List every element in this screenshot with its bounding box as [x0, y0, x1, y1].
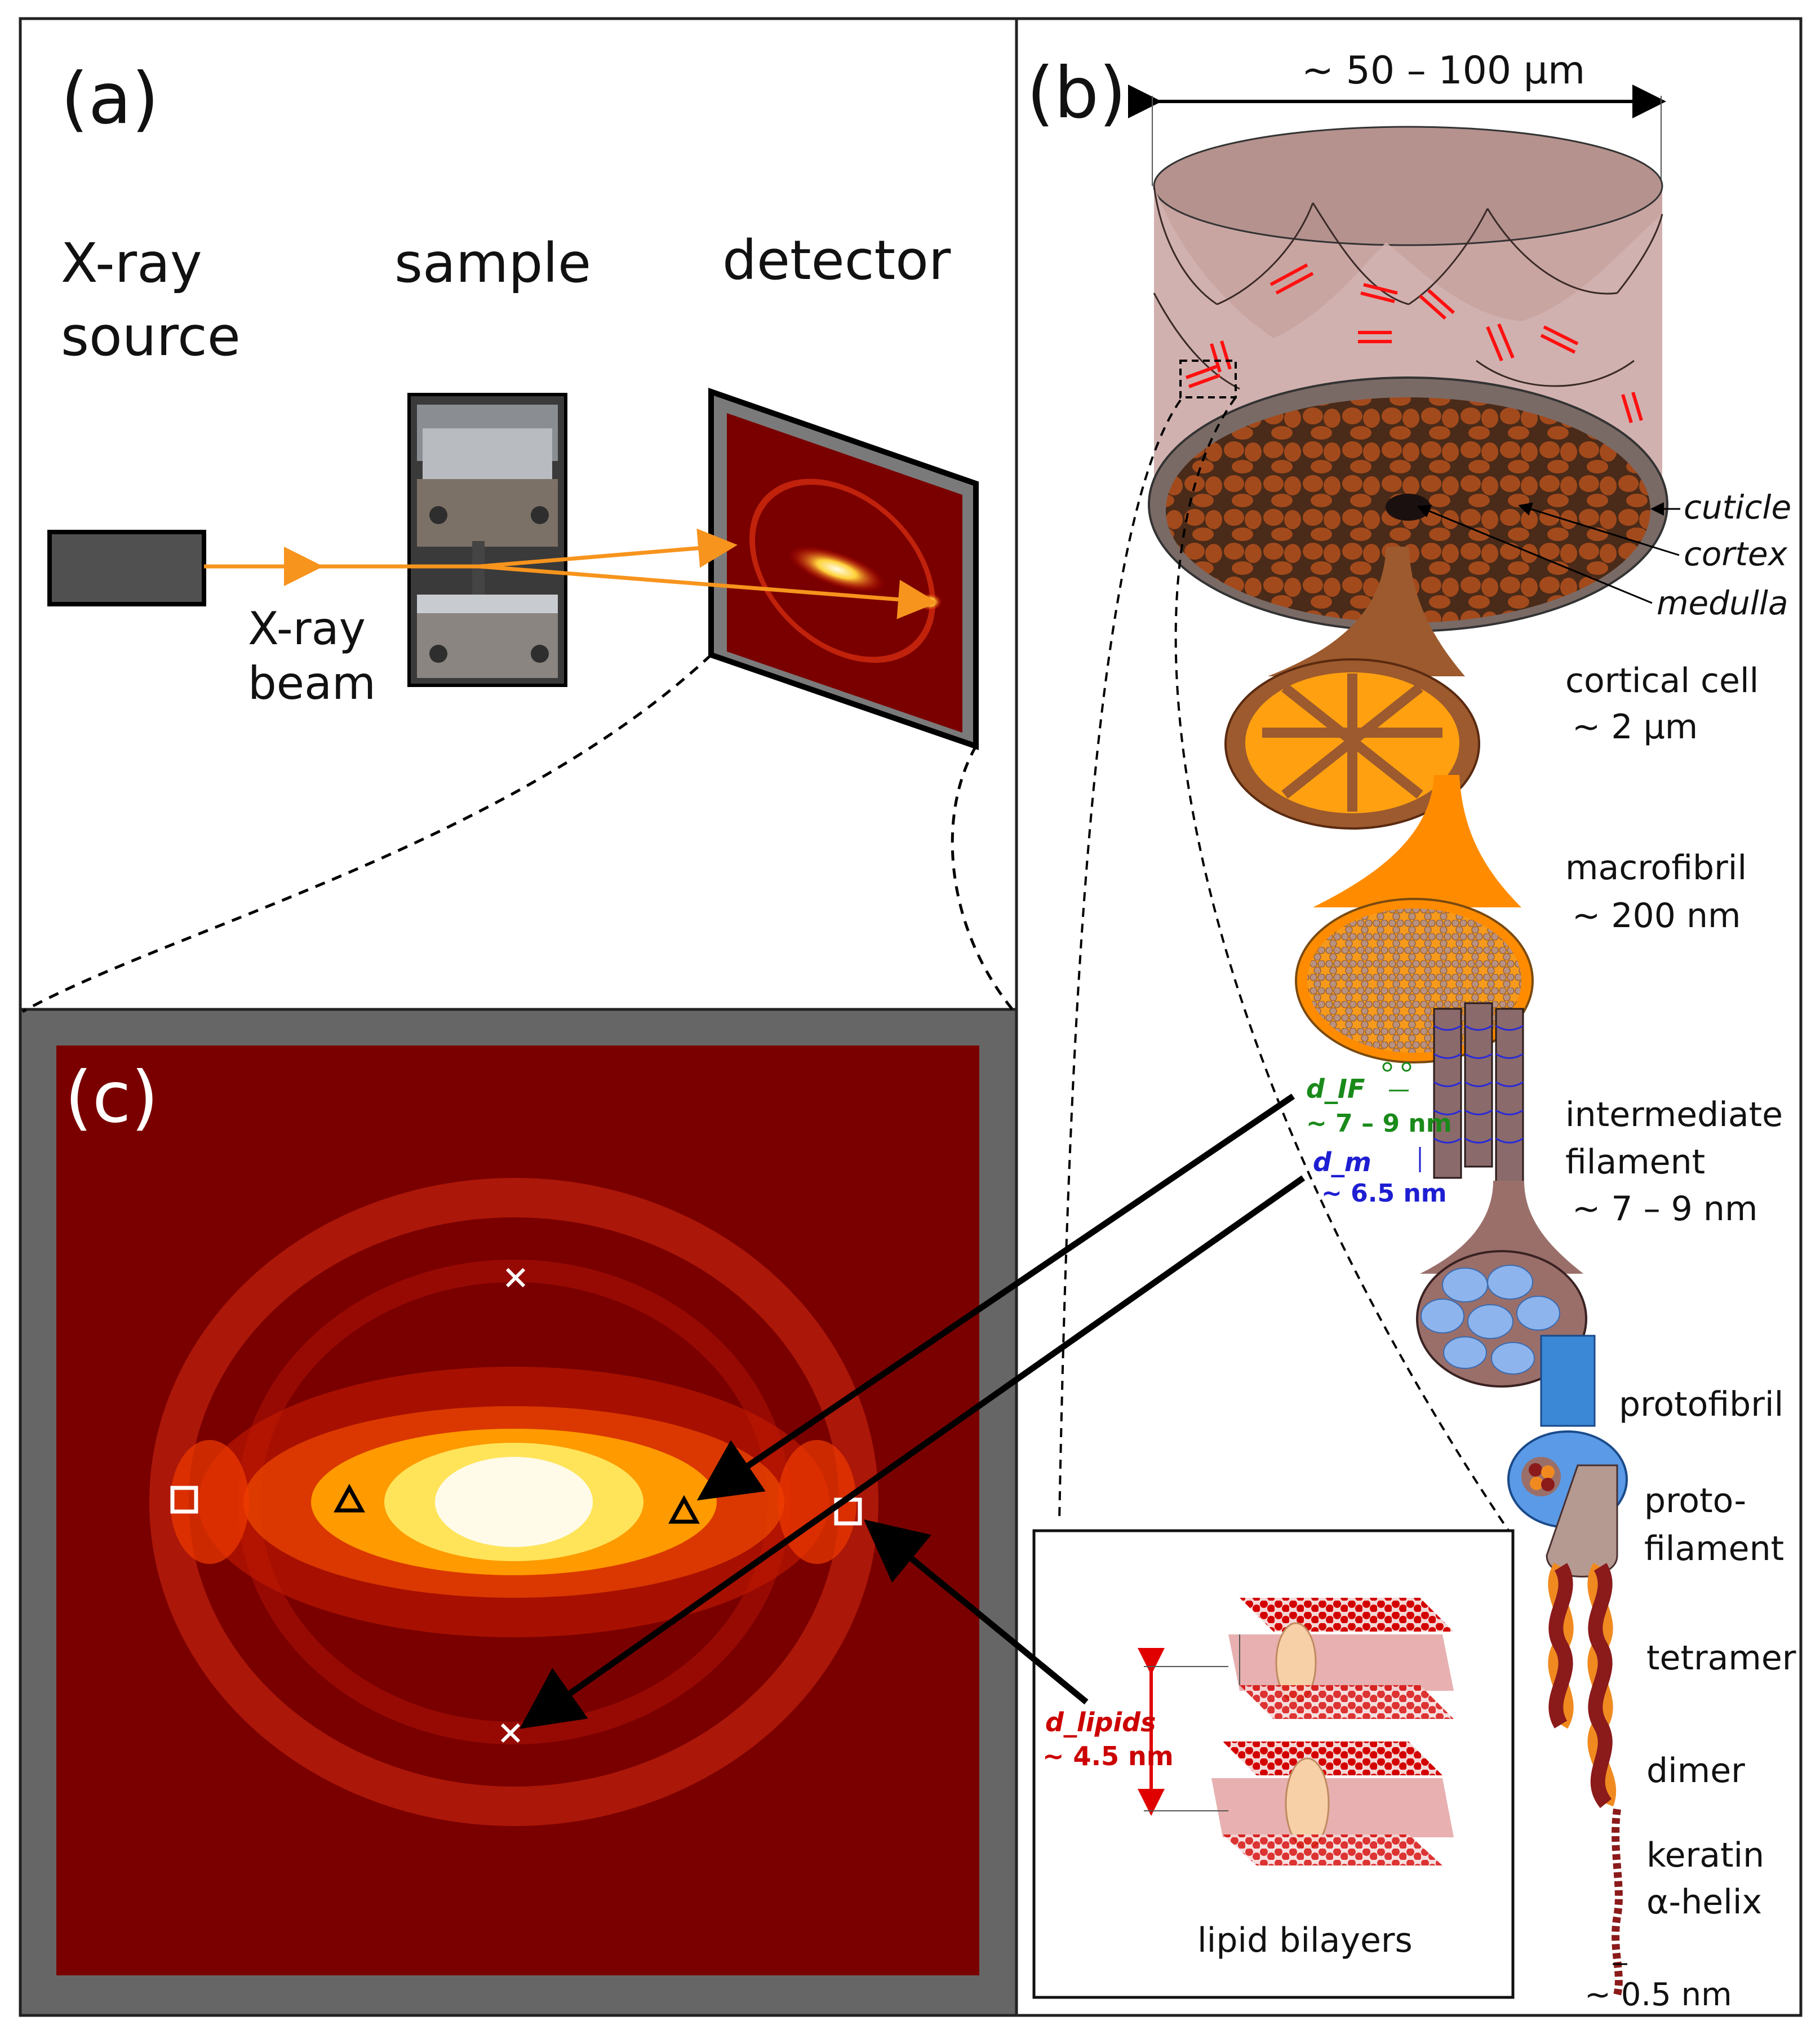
zoom-curve-inner [1174, 396, 1511, 1534]
d-lipids-label: d_lipids [1045, 1707, 1156, 1738]
xray-source-label-2: source [61, 305, 241, 368]
detector-label: detector [722, 229, 951, 292]
triangle-marker-left [334, 1483, 365, 1513]
xray-beam-label-2: beam [248, 657, 376, 710]
xray-beam [204, 528, 938, 619]
protofilament [1546, 1464, 1618, 1577]
dimer-label: dimer [1646, 1751, 1745, 1791]
sample-photo [407, 393, 567, 687]
arrow-dm-to-cross [520, 1175, 1306, 1729]
cortical-cell-size: ~ 2 µm [1572, 707, 1698, 747]
macrofibril-size: ~ 200 nm [1572, 896, 1741, 936]
lipid-bilayer-bottom [1211, 1741, 1454, 1865]
d-m-label: d_m [1313, 1147, 1371, 1177]
xray-source-label-1: X-ray [61, 232, 202, 295]
intermediate-label-1: intermediate [1565, 1095, 1783, 1135]
zoom-line-right [951, 745, 1015, 1013]
detector-panel [708, 387, 979, 751]
triangle-marker-right [668, 1495, 700, 1524]
zoom-curve-outer [1058, 399, 1182, 1522]
square-marker-left [170, 1486, 198, 1514]
d-if-label: d_IF [1306, 1074, 1365, 1104]
cuticle-zoom-box [1179, 360, 1237, 398]
medulla-label: medulla [1657, 584, 1788, 622]
intermediate-filaments [1382, 1002, 1524, 1185]
arrow-lipid-to-square [863, 1519, 1089, 1705]
medulla-pointer [1417, 504, 1653, 604]
keratin-label-1: keratin [1646, 1836, 1764, 1875]
sample-label: sample [394, 232, 591, 295]
protofibril-bundle [1416, 1181, 1628, 1528]
cuticle-label: cuticle [1684, 488, 1791, 526]
macrofibril-label: macrofibril [1565, 848, 1747, 888]
tetramer-label: tetramer [1646, 1638, 1796, 1678]
protofibril-label: protofibril [1619, 1385, 1783, 1424]
cortex-label: cortex [1684, 535, 1788, 573]
d-m-size: ~ 6.5 nm [1321, 1179, 1447, 1208]
panel-c-label: (c) [65, 1057, 158, 1138]
keratin-label-2: α-helix [1646, 1882, 1762, 1922]
lipid-bilayers-label: lipid bilayers [1197, 1921, 1413, 1960]
cross-marker-bottom [500, 1723, 521, 1743]
zoom-line-left [21, 654, 712, 1013]
hair-cross-section [1148, 376, 1668, 632]
d-if-size: ~ 7 – 9 nm [1306, 1109, 1452, 1138]
helix-size-label: ~ 0.5 nm [1584, 1977, 1732, 2013]
lipid-bilayer-top [1228, 1598, 1454, 1719]
cortical-cell-label: cortical cell [1565, 661, 1759, 701]
cross-marker-top [505, 1268, 526, 1288]
tetramer-dimer-strands [1548, 1562, 1623, 1996]
protofilament-label-1: proto- [1644, 1481, 1746, 1521]
cortical-cell [1224, 547, 1480, 830]
xray-beam-label-1: X-ray [248, 602, 366, 655]
xray-source-box [47, 530, 206, 606]
d-lipids-size: ~ 4.5 nm [1042, 1741, 1174, 1771]
arrow-dif-to-triangle [696, 1093, 1295, 1501]
width-label: ~ 50 – 100 µm [1302, 48, 1585, 93]
protofilament-label-2: filament [1644, 1529, 1784, 1568]
intermediate-size: ~ 7 – 9 nm [1572, 1189, 1757, 1229]
intermediate-label-2: filament [1565, 1142, 1705, 1182]
panel-b-label: (b) [1027, 52, 1126, 134]
cortex-pointer [1518, 502, 1680, 556]
panel-a-label: (a) [61, 58, 159, 140]
